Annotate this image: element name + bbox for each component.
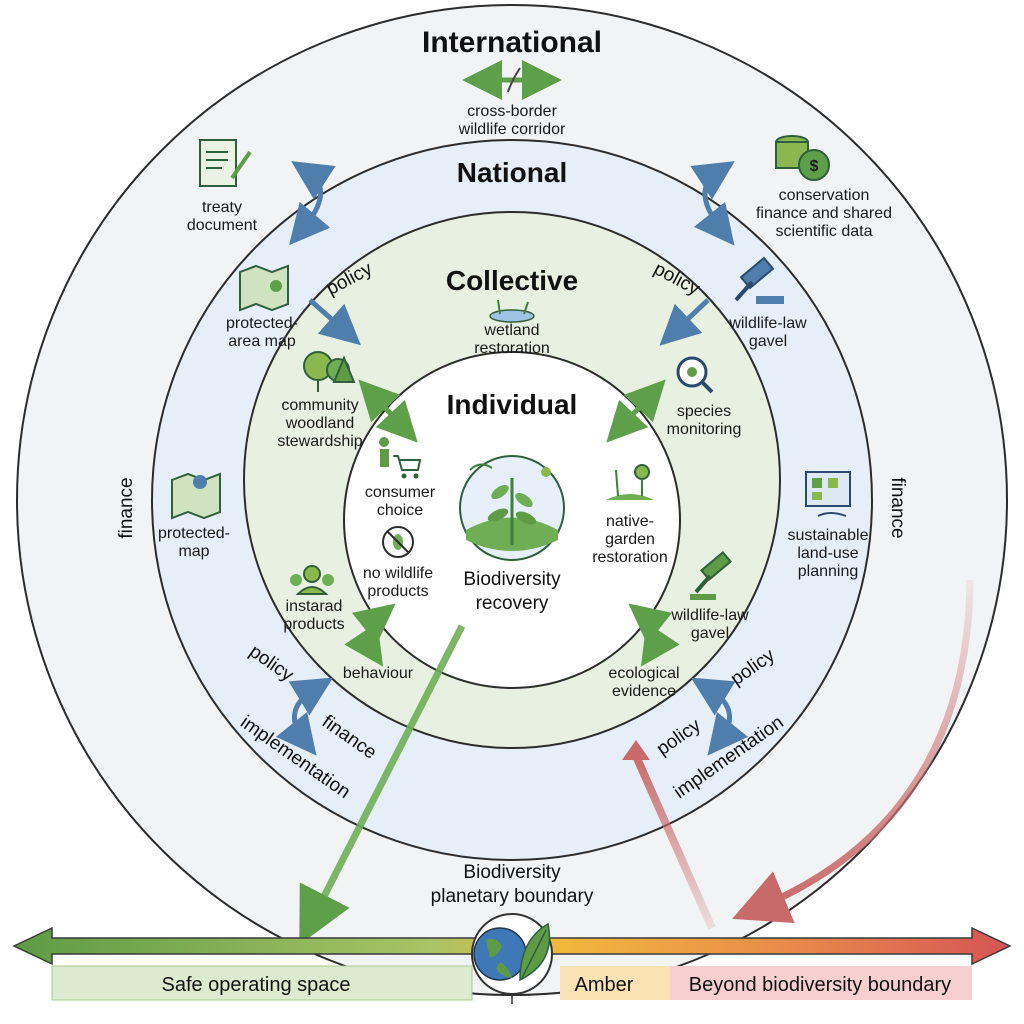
protected-area-label-line2: area map (228, 333, 296, 350)
protected-area-map-icon (239, 264, 289, 312)
boundary-label-line2: planetary boundary (431, 886, 594, 907)
no-wildlife-label-line2: products (367, 583, 428, 600)
arrow-treaty-national (289, 161, 336, 246)
svg-text:$: $ (810, 158, 819, 175)
finance-data-label-line1: conservation (779, 187, 870, 204)
amber-zone-panel (560, 966, 670, 1000)
beyond-zone-panel (670, 966, 972, 1000)
woodland-icon (303, 351, 356, 392)
finance-data-label-line3: scientific data (776, 223, 873, 240)
consumer-choice-label-line1: consumer (365, 484, 436, 501)
instarad-label-line1: instarad (286, 598, 343, 615)
collective-gavel-icon (690, 550, 732, 600)
arrow-policy-bottom-left (275, 677, 334, 756)
woodland-label-line3: stewardship (277, 433, 362, 450)
instarad-label-line2: products (283, 616, 344, 633)
wetland-icon (489, 299, 535, 323)
native-garden-label-line2: garden (605, 531, 655, 548)
arrow-beyond-up (632, 754, 716, 930)
native-garden-icon (606, 464, 654, 500)
arrow-policy-top-left (308, 298, 361, 346)
cross-border-corridor-icon (462, 60, 562, 100)
land-use-planning-icon (805, 471, 851, 517)
arrow-species-individual (606, 379, 666, 443)
biodiversity-icon (459, 455, 565, 561)
treaty-document-icon (199, 139, 252, 187)
land-use-label-line2: land-use (797, 545, 858, 562)
wetland-label-line2: restoration (474, 340, 550, 357)
arrow-woodland-individual (358, 379, 418, 443)
ring-title-international: International (422, 26, 602, 59)
ring-title-individual: Individual (447, 389, 578, 420)
arrow-behaviour (344, 603, 396, 667)
flow-finance-right: finance (887, 477, 908, 538)
boundary-label-line1: Biodiversity (463, 862, 561, 883)
species-monitoring-icon (676, 356, 714, 394)
ecological-evidence-label-line1: ecological (608, 665, 679, 682)
arrow-policy-top-right (659, 298, 710, 346)
behaviour-label: behaviour (343, 665, 414, 682)
arrow-finance-national (690, 161, 735, 246)
beyond-boundary-label: Beyond biodiversity boundary (689, 974, 951, 996)
no-wildlife-products-icon (382, 526, 414, 558)
finance-coins-icon: $ (775, 135, 830, 181)
arrow-recovery-to-safe (299, 624, 466, 945)
people-group-icon (290, 565, 334, 595)
native-garden-label-line1: native- (606, 513, 654, 530)
globe-leaf-icon (471, 913, 553, 995)
protected-map-icon (171, 472, 221, 520)
no-wildlife-label-line1: no wildlife (363, 565, 433, 582)
treaty-label-line1: treaty (202, 199, 242, 216)
arrow-evidence (628, 603, 680, 667)
land-use-label-line1: sustainable (788, 527, 869, 544)
protected-area-label-line1: protected- (226, 315, 298, 332)
arrow-policy-bottom-right (690, 677, 749, 756)
center-label-line1: Biodiversity (463, 569, 561, 590)
protected-map-label-line2: map (178, 543, 209, 560)
safe-operating-space-label: Safe operating space (161, 974, 350, 996)
ring-title-national: National (457, 157, 567, 188)
arrow-beyond-up-head (622, 740, 650, 760)
center-label-line2: recovery (476, 593, 549, 614)
national-gavel-label-line2: gavel (749, 333, 787, 350)
wetland-label-line1: wetland (483, 322, 539, 339)
woodland-label-line2: woodland (285, 415, 355, 432)
species-monitoring-label-line2: monitoring (667, 421, 742, 438)
corridor-label-line1: cross-border (467, 103, 557, 120)
species-monitoring-label-line1: species (677, 403, 731, 420)
gavel-icon (734, 256, 784, 304)
native-garden-label-line3: restoration (592, 549, 668, 566)
land-use-label-line3: planning (798, 563, 859, 580)
finance-data-label-line2: finance and shared (756, 205, 892, 222)
collective-gavel-label-line2: gavel (691, 625, 729, 642)
collective-gavel-label-line1: wildlife-law (670, 607, 749, 624)
amber-label: Amber (575, 974, 634, 996)
consumer-choice-label-line2: choice (377, 502, 423, 519)
flow-finance-left: finance (116, 477, 137, 538)
treaty-label-line2: document (187, 217, 258, 234)
ring-title-collective: Collective (446, 265, 578, 296)
woodland-label-line1: community (281, 397, 358, 414)
corridor-label-line2: wildlife corridor (458, 121, 566, 138)
protected-map-label-line1: protected- (158, 525, 230, 542)
ecological-evidence-label-line2: evidence (612, 683, 676, 700)
arrow-beyond-right (732, 579, 974, 923)
national-gavel-label-line1: wildlife-law (728, 315, 807, 332)
safe-zone-panel (51, 965, 473, 1001)
